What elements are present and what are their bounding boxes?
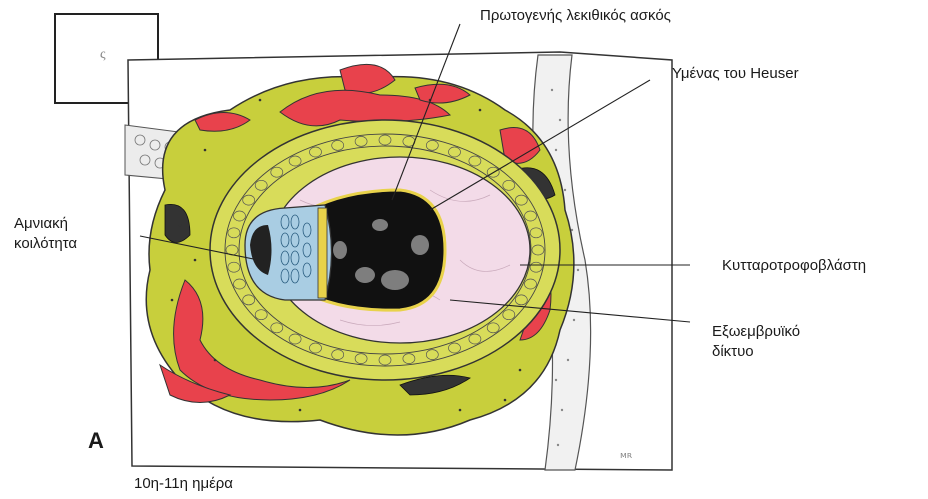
signature: ᴍʀ xyxy=(620,451,633,461)
label-amniotic-cavity-1: Αμνιακή xyxy=(14,214,68,233)
panel-letter: A xyxy=(88,428,104,454)
label-amniotic-cavity-2: κοιλότητα xyxy=(14,234,77,253)
label-exocoelomic-1: Εξωεμβρυϊκό xyxy=(712,322,800,341)
inset-mark: ς xyxy=(100,47,106,62)
caption: 10η-11η ημέρα xyxy=(134,474,233,493)
label-exocoelomic-2: δίκτυο xyxy=(712,342,754,361)
label-cytotrophoblast: Κυτταροτροφοβλάστη xyxy=(722,256,866,275)
label-heuser-membrane: Υμένας του Heuser xyxy=(672,64,799,83)
label-primary-yolk-sac: Πρωτογενής λεκιθικός ασκός xyxy=(480,6,671,25)
